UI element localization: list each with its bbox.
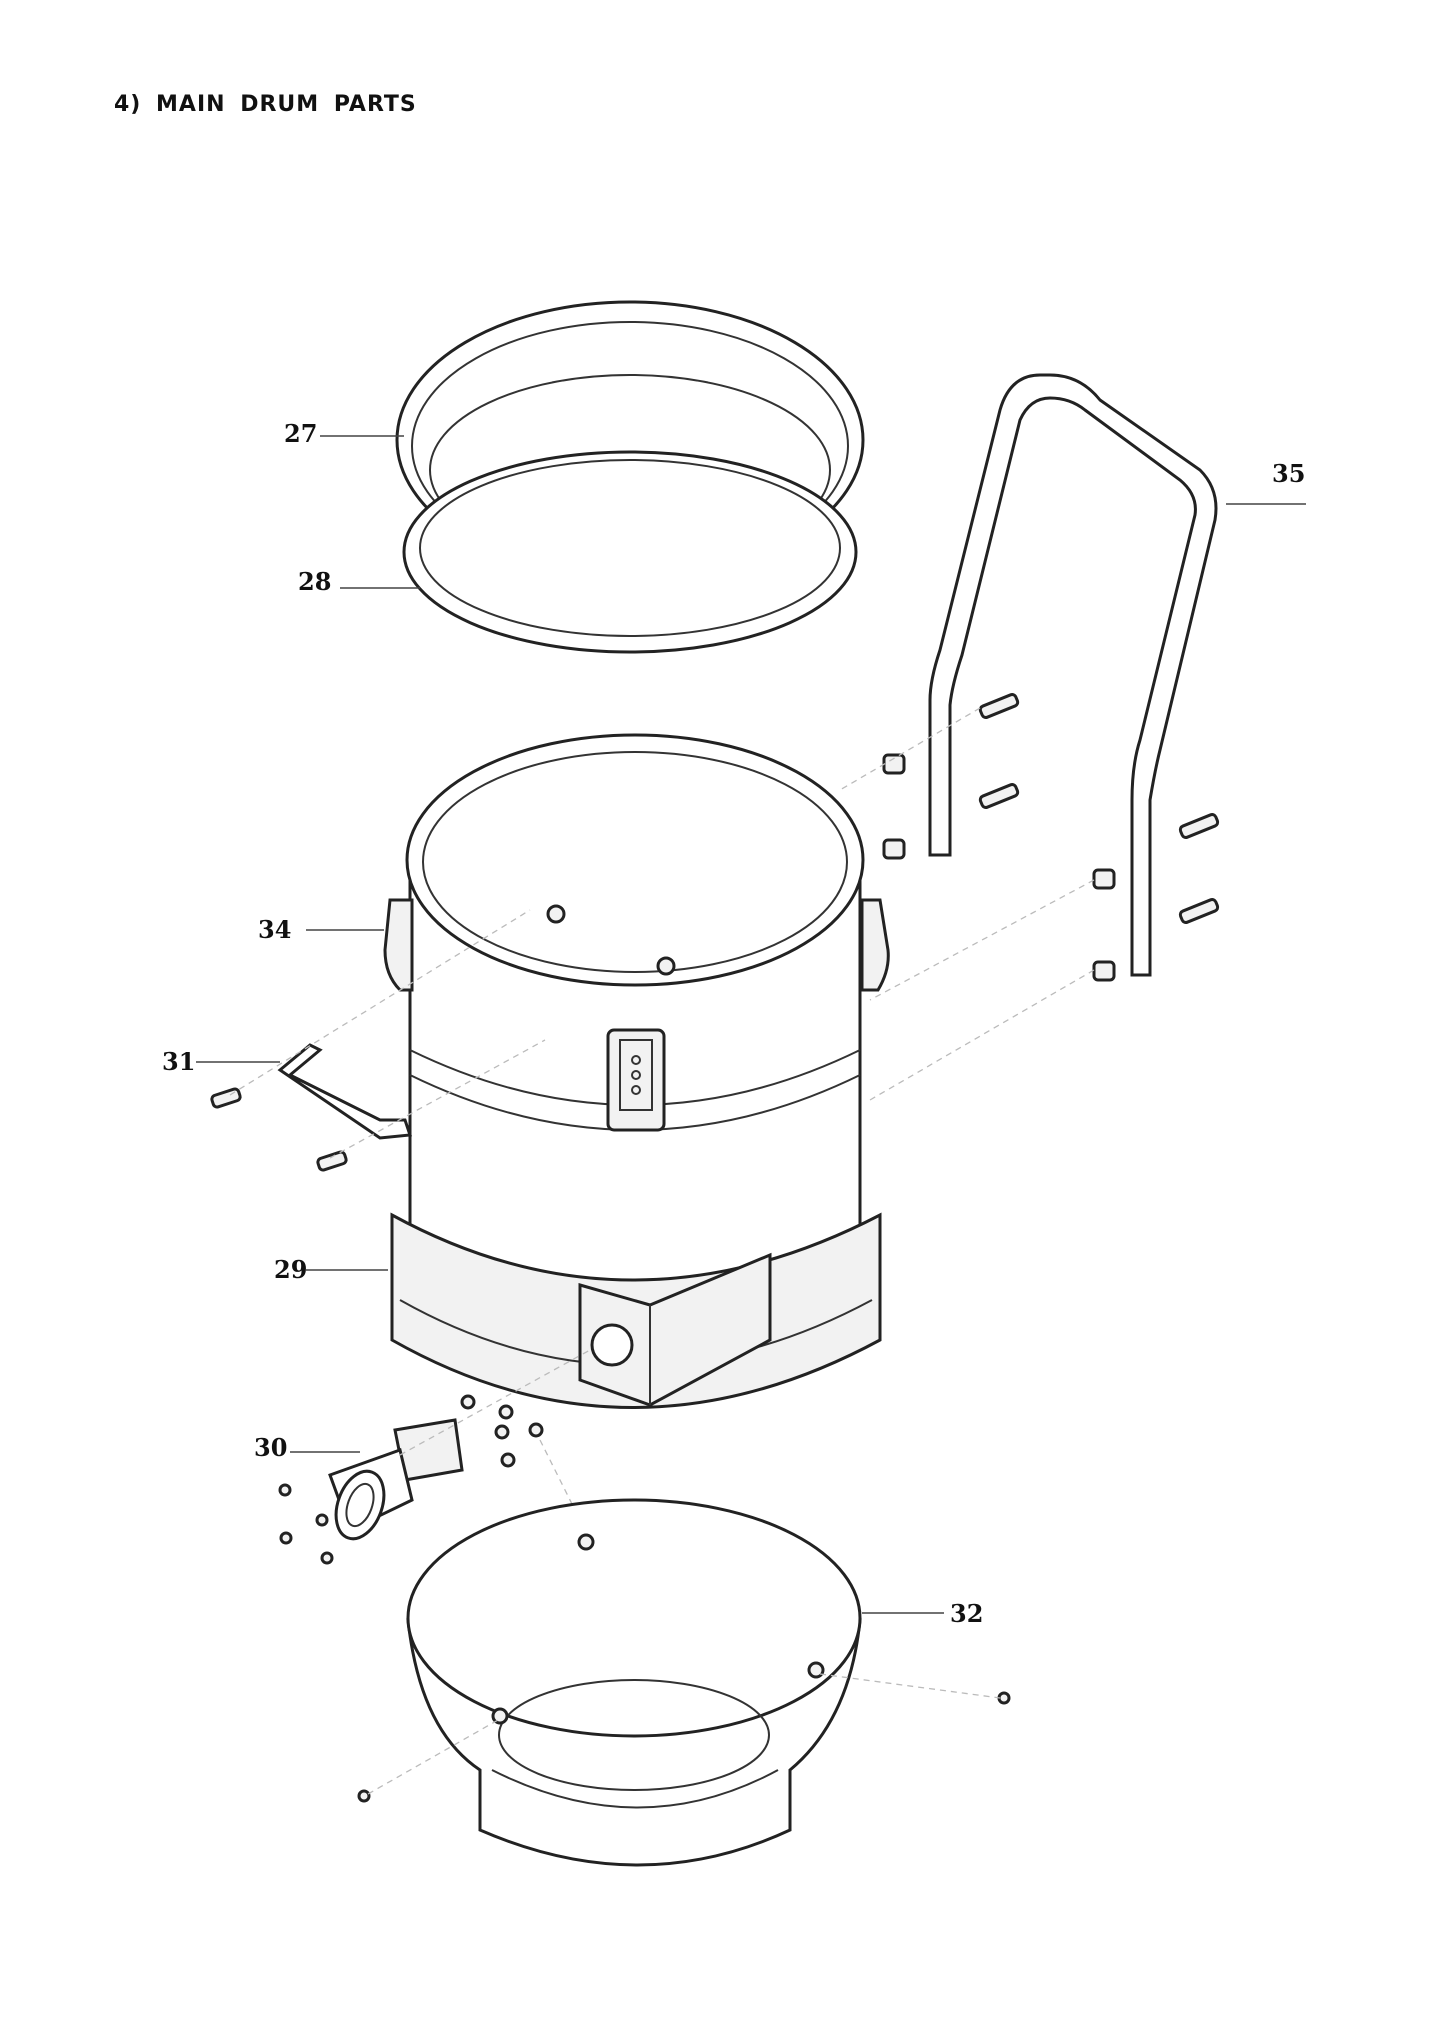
callout-31: 31 — [162, 1047, 195, 1076]
callout-27: 27 — [284, 419, 317, 448]
callout-35: 35 — [1272, 459, 1305, 488]
callout-leaders — [196, 435, 1306, 1614]
page-heading: 4) MAIN DRUM PARTS — [114, 92, 417, 117]
part-30-inlet-flange — [278, 1349, 591, 1565]
handle-fasteners — [839, 693, 1220, 1101]
callout-30: 30 — [254, 1433, 287, 1462]
callout-34: 34 — [258, 915, 291, 944]
callout-32: 32 — [950, 1599, 983, 1628]
callout-labels: 27 28 35 34 31 29 30 32 — [162, 419, 1305, 1628]
part-29-drum-body — [383, 733, 890, 1409]
part-35-handle — [928, 373, 1218, 977]
part-32-bottom-funnel — [357, 1498, 1011, 1867]
callout-29: 29 — [274, 1255, 307, 1284]
callout-28: 28 — [298, 567, 331, 596]
part-31-bracket — [210, 909, 546, 1172]
part-28-gasket-ring — [402, 450, 858, 654]
